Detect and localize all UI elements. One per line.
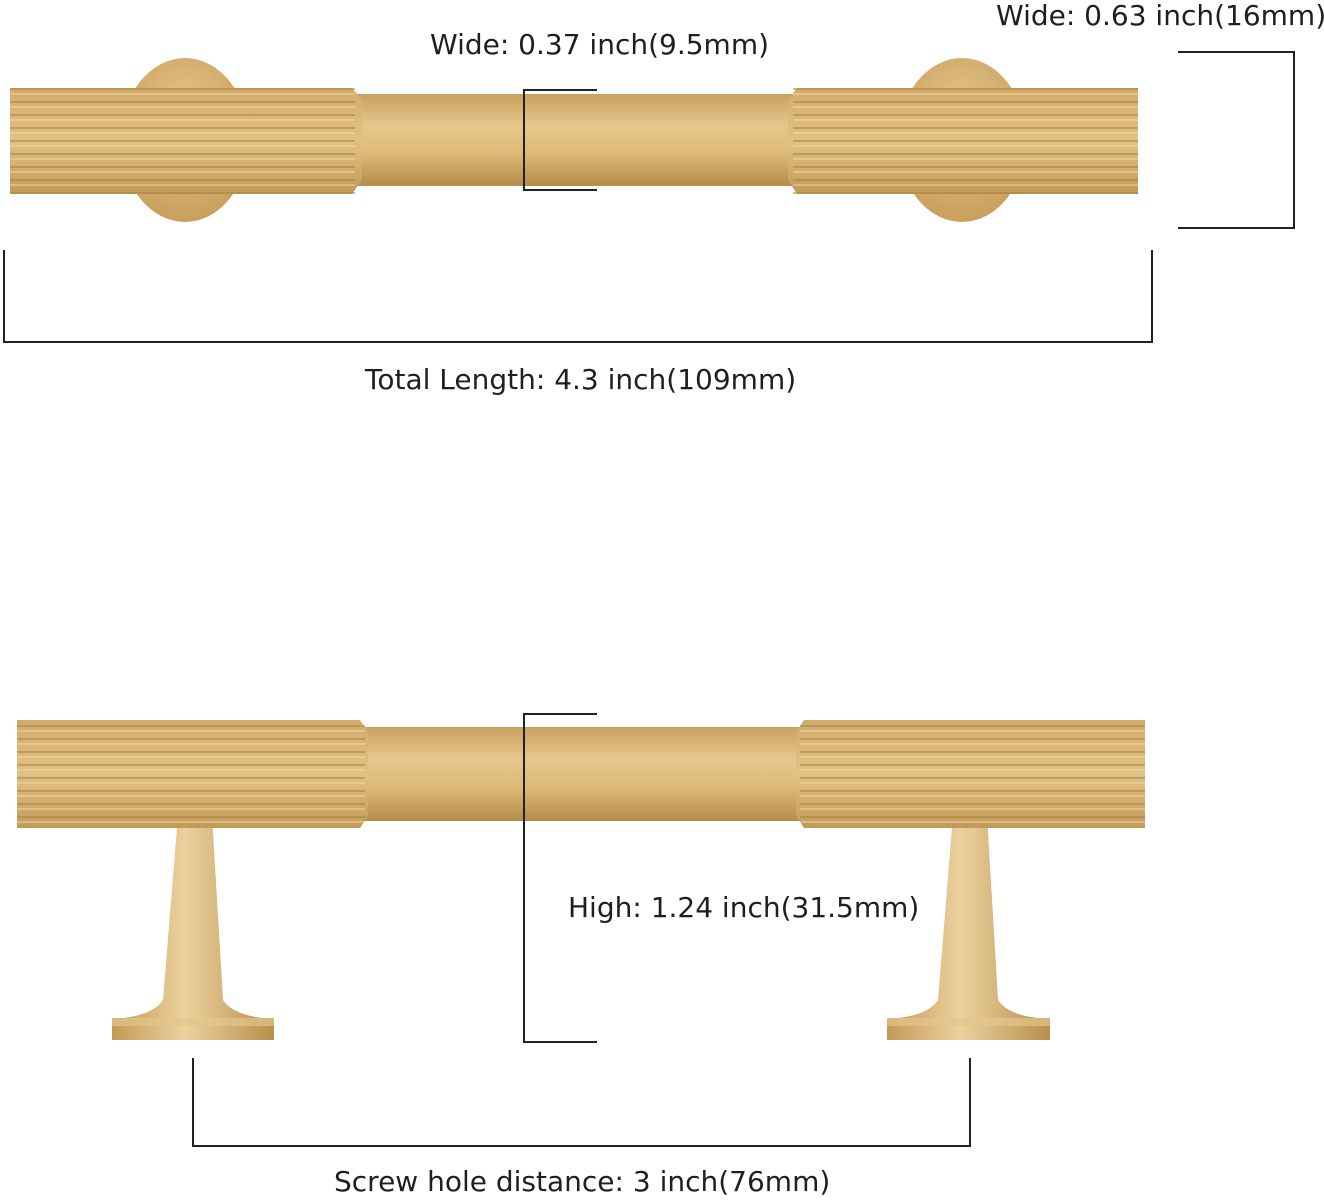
top-dimension-lines — [3, 51, 1295, 343]
total-length-label: Total Length: 4.3 inch(109mm) — [365, 363, 797, 396]
right-post — [887, 815, 1050, 1040]
bar-width-label: Wide: 0.37 inch(9.5mm) — [430, 28, 770, 61]
side-view-handle — [17, 720, 1145, 1040]
top-view-handle — [10, 58, 1138, 222]
side-dimension-lines — [192, 713, 971, 1147]
height-label: High: 1.24 inch(31.5mm) — [568, 891, 920, 924]
center-bar-top — [352, 94, 797, 186]
left-post — [112, 815, 274, 1040]
screw-hole-distance-label: Screw hole distance: 3 inch(76mm) — [334, 1165, 831, 1198]
center-bar-side — [360, 727, 804, 821]
end-width-label: Wide: 0.63 inch(16mm) — [996, 0, 1324, 32]
